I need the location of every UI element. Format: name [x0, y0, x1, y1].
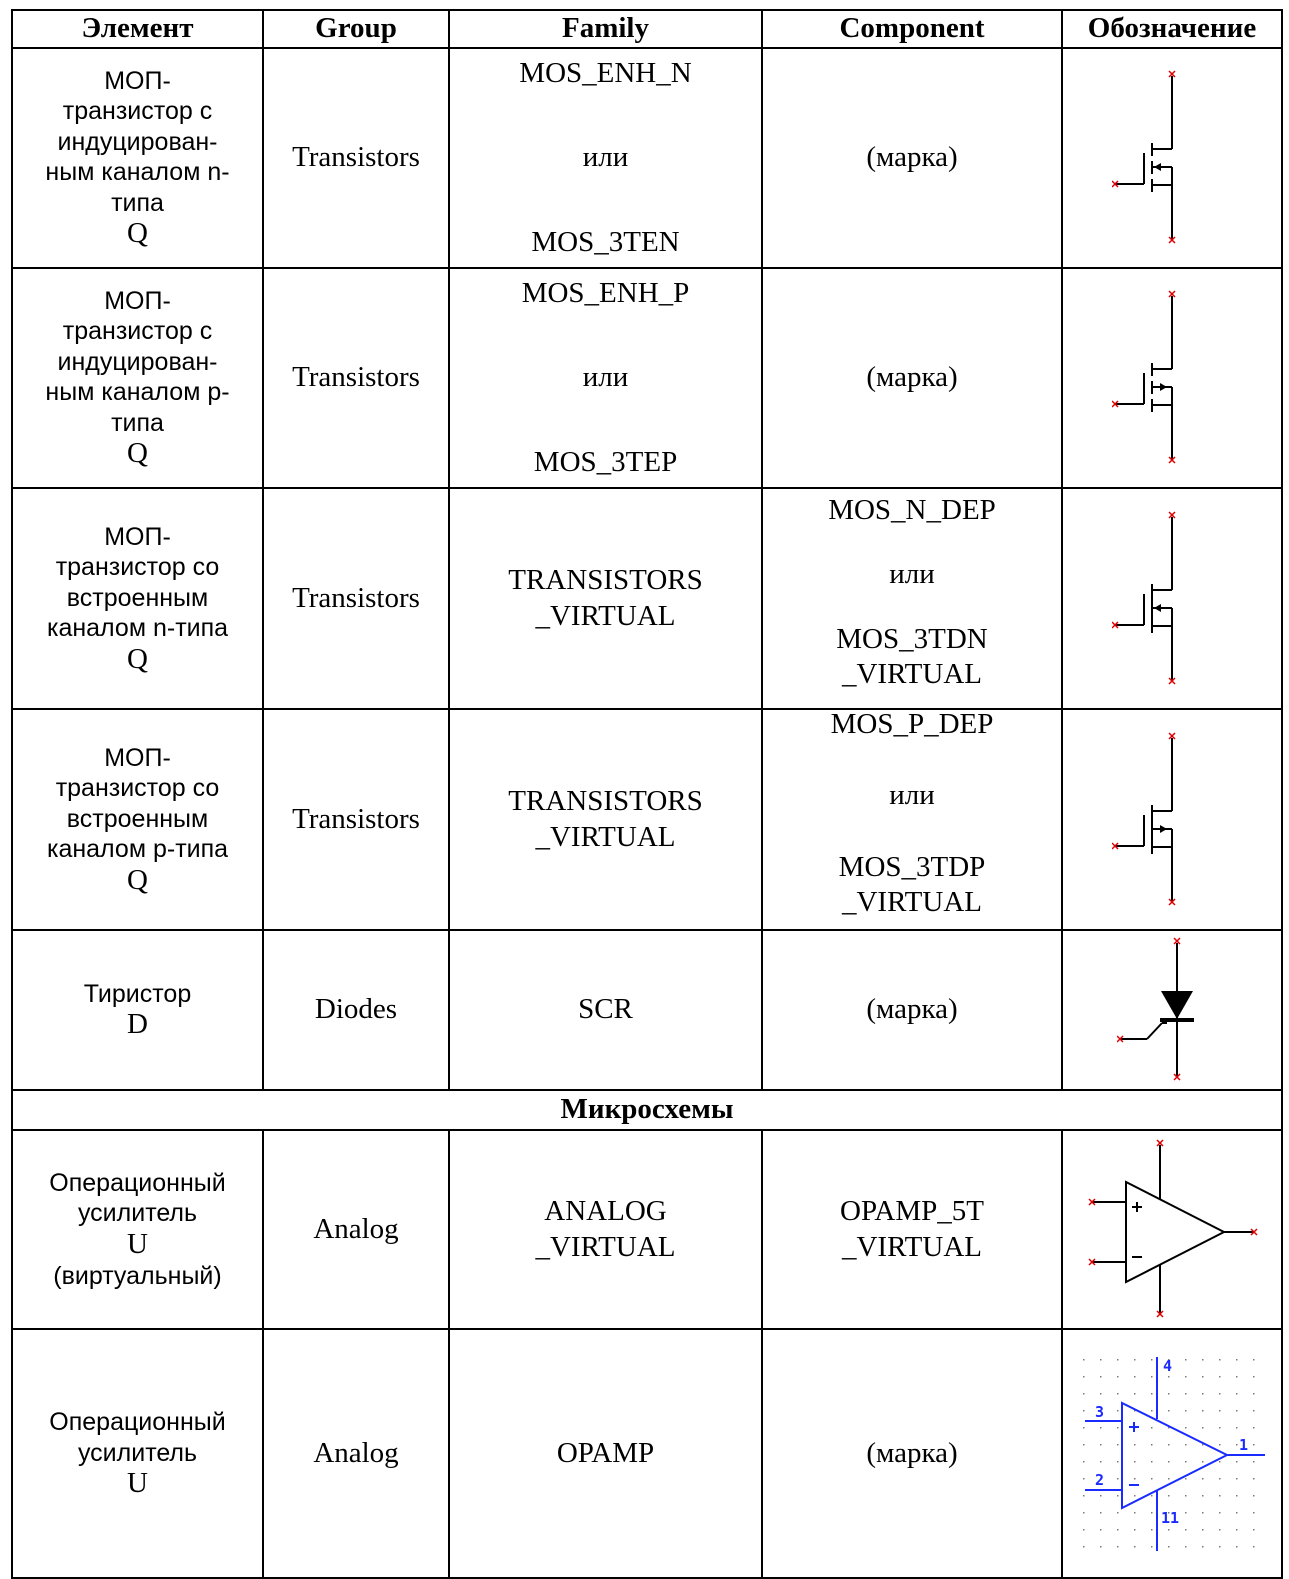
symbol-cell: [1061, 487, 1283, 710]
family-cell: TRANSISTORS _VIRTUAL: [448, 487, 763, 710]
component-cell: (марка): [761, 47, 1063, 269]
component-cell: OPAMP_5T _VIRTUAL: [761, 1129, 1063, 1330]
group-cell: Analog: [262, 1328, 450, 1579]
pin-label-v-pos: 4: [1163, 1357, 1172, 1375]
family-cell: OPAMP: [448, 1328, 763, 1579]
element-cell: МОП- транзистор со встроенным каналом n-…: [11, 487, 264, 710]
element-cell: МОП- транзистор с индуцирован- ным канал…: [11, 267, 264, 489]
element-cell: Тиристор D: [11, 929, 264, 1091]
header-component: Component: [761, 9, 1063, 49]
pin-label-in-minus: 2: [1095, 1471, 1104, 1489]
symbol-cell: [1061, 929, 1283, 1091]
thyristor-symbol-icon: [1117, 937, 1194, 1081]
header-row: Элемент Group Family Component Обозначен…: [11, 9, 1283, 49]
pin-label-v-neg: 11: [1161, 1509, 1179, 1527]
table-row: Операционный усилитель U (виртуальный) A…: [11, 1129, 1283, 1330]
group-cell: Diodes: [262, 929, 450, 1091]
header-group: Group: [262, 9, 450, 49]
component-table: Элемент Group Family Component Обозначен…: [11, 9, 1283, 1579]
table-row: МОП- транзистор со встроенным каналом p-…: [11, 708, 1283, 931]
group-cell: Transistors: [262, 708, 450, 931]
table-row: МОП- транзистор с индуцирован- ным канал…: [11, 47, 1283, 269]
component-cell: MOS_P_DEP или MOS_3TDP _VIRTUAL: [761, 708, 1063, 931]
pin-label-out: 1: [1239, 1436, 1248, 1454]
grid-dots: [1082, 1359, 1254, 1548]
group-cell: Analog: [262, 1129, 450, 1330]
symbol-cell: [1061, 47, 1283, 269]
pin-label-in-plus: 3: [1095, 1403, 1104, 1421]
nmos-depletion-symbol-icon: [1112, 510, 1176, 685]
header-symbol: Обозначение: [1061, 9, 1283, 49]
symbol-cell: [1061, 708, 1283, 931]
group-cell: Transistors: [262, 267, 450, 489]
table-row: Операционный усилитель U Analog OPAMP (м…: [11, 1328, 1283, 1579]
component-cell: (марка): [761, 267, 1063, 489]
table-row: Тиристор D Diodes SCR (марка): [11, 929, 1283, 1091]
pmos-enhancement-symbol-icon: [1112, 290, 1176, 464]
table-row: МОП- транзистор со встроенным каналом n-…: [11, 487, 1283, 710]
table-row: МОП- транзистор с индуцирован- ным канал…: [11, 267, 1283, 489]
pmos-depletion-symbol-icon: [1112, 731, 1176, 906]
header-element: Элемент: [11, 9, 264, 49]
header-family: Family: [448, 9, 763, 49]
nmos-enhancement-symbol-icon: [1112, 70, 1176, 244]
family-cell: ANALOG _VIRTUAL: [448, 1129, 763, 1330]
group-cell: Transistors: [262, 487, 450, 710]
symbol-cell: 3 2 4 11 1: [1061, 1328, 1283, 1579]
element-cell: Операционный усилитель U (виртуальный): [11, 1129, 264, 1330]
opamp-virtual-symbol-icon: [1088, 1139, 1258, 1318]
symbol-cell: [1061, 1129, 1283, 1330]
family-cell: SCR: [448, 929, 763, 1091]
element-cell: МОП- транзистор с индуцирован- ным канал…: [11, 47, 264, 269]
component-cell: MOS_N_DEP или MOS_3TDN _VIRTUAL: [761, 487, 1063, 710]
opamp-symbol-icon: 3 2 4 11 1: [1082, 1357, 1265, 1551]
section-title: Микросхемы: [11, 1089, 1283, 1131]
component-cell: (марка): [761, 929, 1063, 1091]
family-cell: MOS_ENH_P или MOS_3TEP: [448, 267, 763, 489]
element-cell: МОП- транзистор со встроенным каналом p-…: [11, 708, 264, 931]
element-cell: Операционный усилитель U: [11, 1328, 264, 1579]
group-cell: Transistors: [262, 47, 450, 269]
section-row: Микросхемы: [11, 1089, 1283, 1131]
symbol-cell: [1061, 267, 1283, 489]
component-cell: (марка): [761, 1328, 1063, 1579]
family-cell: TRANSISTORS _VIRTUAL: [448, 708, 763, 931]
family-cell: MOS_ENH_N или MOS_3TEN: [448, 47, 763, 269]
